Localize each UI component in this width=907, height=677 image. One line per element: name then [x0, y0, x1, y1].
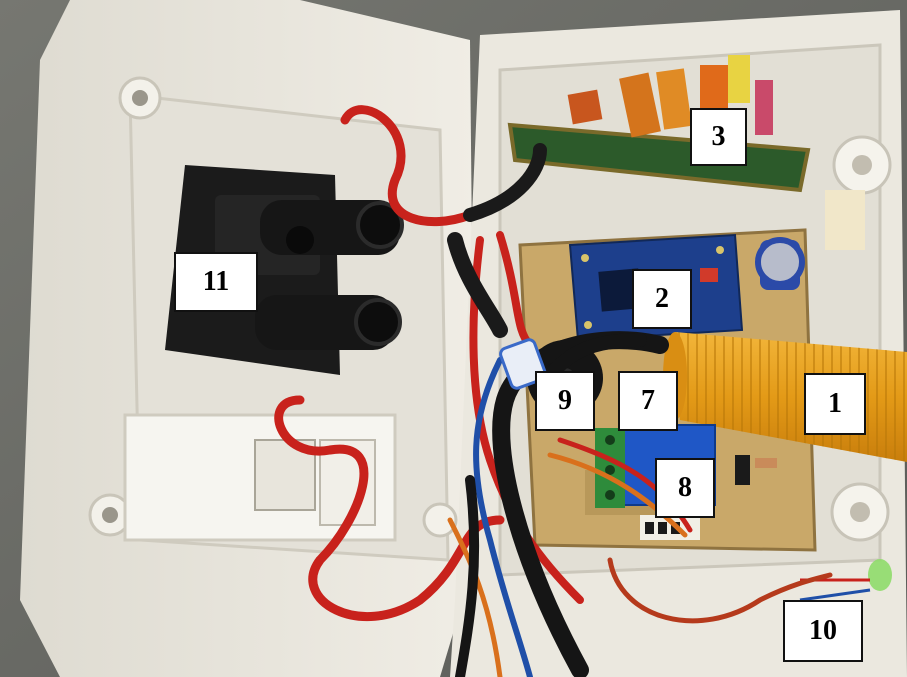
- callout-9: 9: [535, 371, 595, 431]
- top-pcb: [507, 55, 811, 193]
- callout-10: 10: [783, 600, 863, 662]
- callout-7: 7: [618, 371, 678, 431]
- electrolytic-capacitor: [755, 237, 805, 290]
- callout-1: 1: [804, 373, 866, 435]
- callout-3: 3: [690, 108, 747, 166]
- callout-2: 2: [632, 269, 692, 329]
- cable-label: [499, 338, 547, 390]
- callout-8: 8: [655, 458, 715, 518]
- callout-11: 11: [174, 252, 258, 312]
